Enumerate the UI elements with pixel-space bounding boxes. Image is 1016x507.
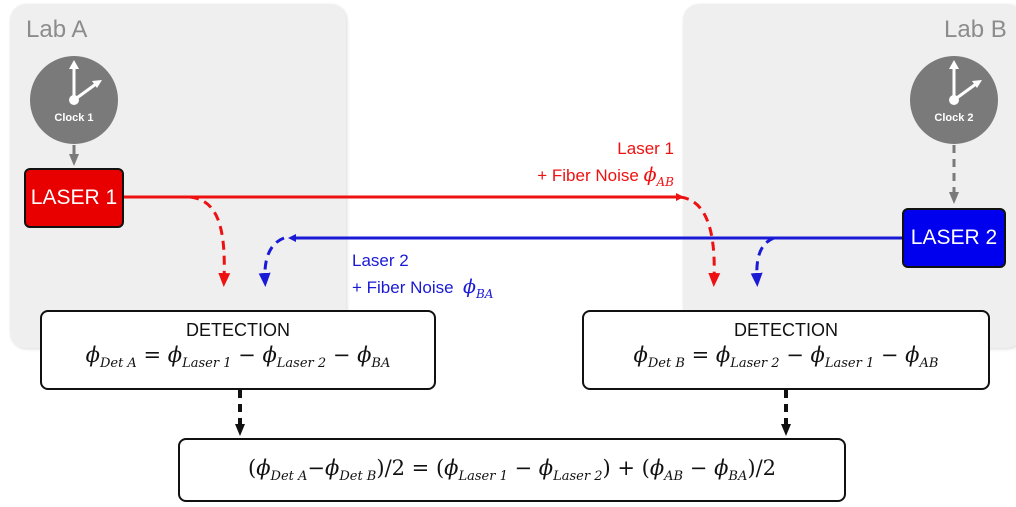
result-formula: (ϕDet A−ϕDet B)/2 = (ϕLaser 1 − ϕLaser 2… — [247, 456, 776, 484]
clock-1-label: Clock 1 — [54, 112, 94, 124]
laser-2-remote-split-arrow — [258, 236, 285, 287]
phi-ba-letter: ϕ — [463, 276, 476, 298]
laser-2-box: LASER 2 — [902, 208, 1006, 268]
link-ab-line1: Laser 1 — [617, 139, 674, 158]
laser-2-label: LASER 2 — [910, 226, 998, 249]
link-ba-line1: Laser 2 — [352, 251, 409, 270]
clock-2-label: Clock 2 — [934, 112, 974, 124]
detection-a-title: DETECTION — [185, 320, 290, 340]
lab-b-title: Lab B — [944, 16, 1007, 43]
link-ba-label: Laser 2 + Fiber Noise ϕBA — [352, 248, 493, 307]
result-box: (ϕDet A−ϕDet B)/2 = (ϕLaser 1 − ϕLaser 2… — [178, 438, 846, 502]
laser-2-local-split-arrow — [750, 236, 775, 287]
link-ab-label: Laser 1 + Fiber Noise ϕAB — [508, 136, 674, 195]
phi-ba-sub: BA — [475, 287, 494, 301]
link-ab-line2-text: + Fiber Noise — [537, 166, 639, 185]
laser-1-remote-split-arrow — [679, 195, 721, 287]
detection-b-box: DETECTION ϕDet B = ϕLaser 2 − ϕLaser 1 −… — [582, 310, 990, 390]
detection-a-box: DETECTION ϕDet A = ϕLaser 1 − ϕLaser 2 −… — [40, 310, 436, 390]
laser-1-local-split-arrow — [189, 195, 231, 287]
laser-1-box: LASER 1 — [24, 168, 124, 228]
detection-b-title: DETECTION — [733, 320, 838, 340]
detection-b-formula: ϕDet B = ϕLaser 2 − ϕLaser 1 − ϕAB — [633, 343, 939, 371]
phi-ab-letter: ϕ — [643, 164, 657, 186]
detection-a-formula: ϕDet A = ϕLaser 1 − ϕLaser 2 − ϕBA — [85, 343, 391, 371]
link-ab-line2: + Fiber Noise ϕAB — [508, 162, 674, 195]
link-ba-line2-text: + Fiber Noise — [352, 278, 454, 297]
lab-a-title: Lab A — [26, 16, 88, 43]
phi-ab-sub: AB — [656, 175, 674, 189]
clock-hands-icon — [949, 60, 982, 105]
clock-hands-icon — [69, 60, 102, 105]
clock-1: Clock 1 — [30, 56, 118, 144]
clock-2: Clock 2 — [910, 56, 998, 144]
phi-ba-symbol: ϕBA — [463, 276, 494, 301]
link-ba-line2: + Fiber Noise ϕBA — [352, 274, 493, 307]
phi-ab-symbol: ϕAB — [643, 164, 674, 189]
laser-1-label: LASER 1 — [30, 186, 118, 209]
